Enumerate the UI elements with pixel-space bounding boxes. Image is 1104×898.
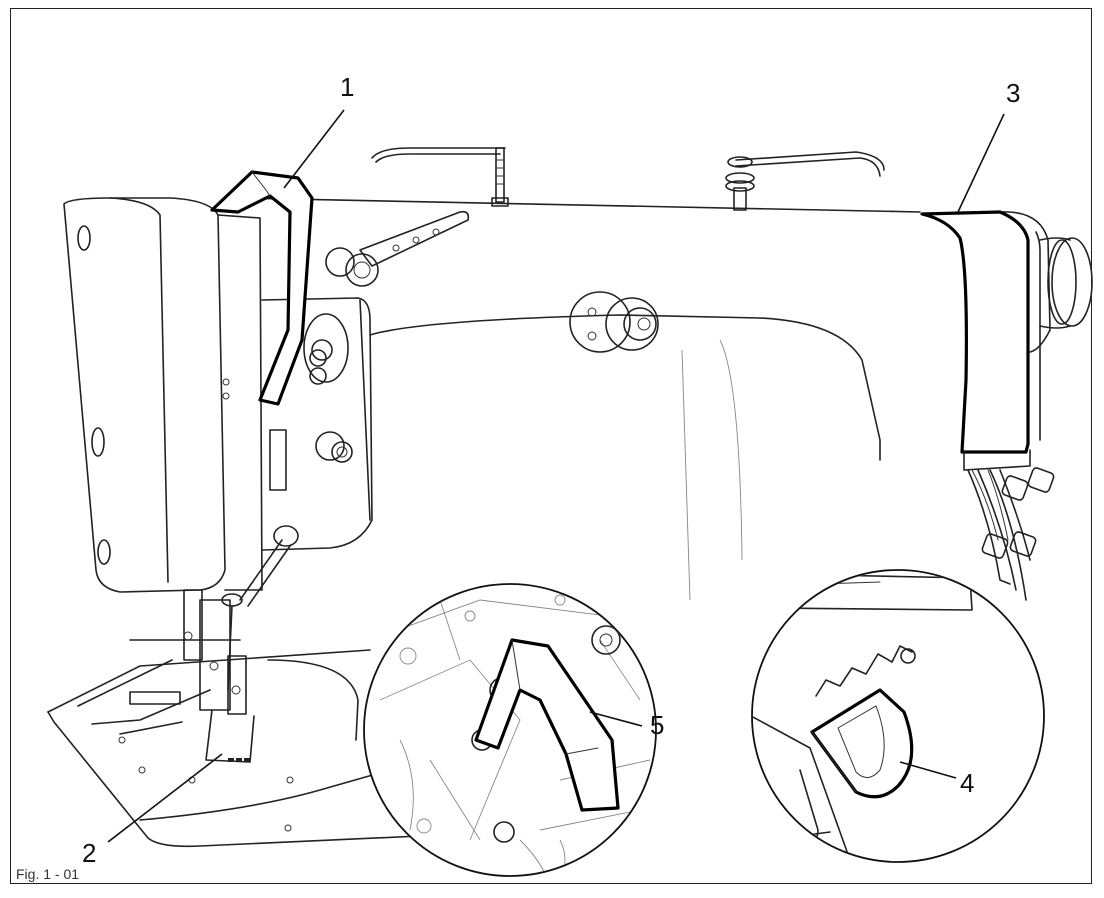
callout-2: 2	[82, 838, 96, 868]
pointer-5	[589, 711, 643, 727]
head-plate-parts	[239, 313, 353, 607]
callout-4: 4	[960, 768, 974, 798]
machine-arm	[129, 197, 1041, 641]
part-5-knee-lever-spring	[474, 638, 620, 812]
reverse-lever	[325, 210, 470, 287]
machine-head	[63, 197, 373, 593]
pointer-3	[957, 113, 1005, 213]
callout-1: 1	[340, 72, 354, 102]
callout-5: 5	[650, 710, 664, 740]
pointer-4	[899, 761, 957, 779]
detail-circle-part-5	[363, 583, 657, 877]
machine-bed	[47, 649, 421, 848]
detail-circle-part-4	[751, 569, 1045, 863]
figure-caption: Fig. 1 - 01	[16, 866, 80, 882]
figure-frame	[10, 8, 1092, 884]
part-4-oil-container	[810, 688, 914, 799]
bobbin-winder	[569, 291, 659, 353]
pointer-1	[283, 109, 345, 189]
thread-guide-left	[371, 147, 509, 207]
part-1-finger-guard	[210, 170, 314, 406]
needle-bar-assembly	[183, 589, 255, 763]
handwheel	[999, 211, 1093, 353]
pointer-2	[107, 753, 223, 843]
feed-dog	[228, 758, 250, 762]
callout-3: 3	[1006, 78, 1020, 108]
cable-bundle	[963, 449, 1055, 601]
thread-guide-right	[725, 151, 885, 211]
part-3-belt-cover	[920, 210, 1030, 454]
